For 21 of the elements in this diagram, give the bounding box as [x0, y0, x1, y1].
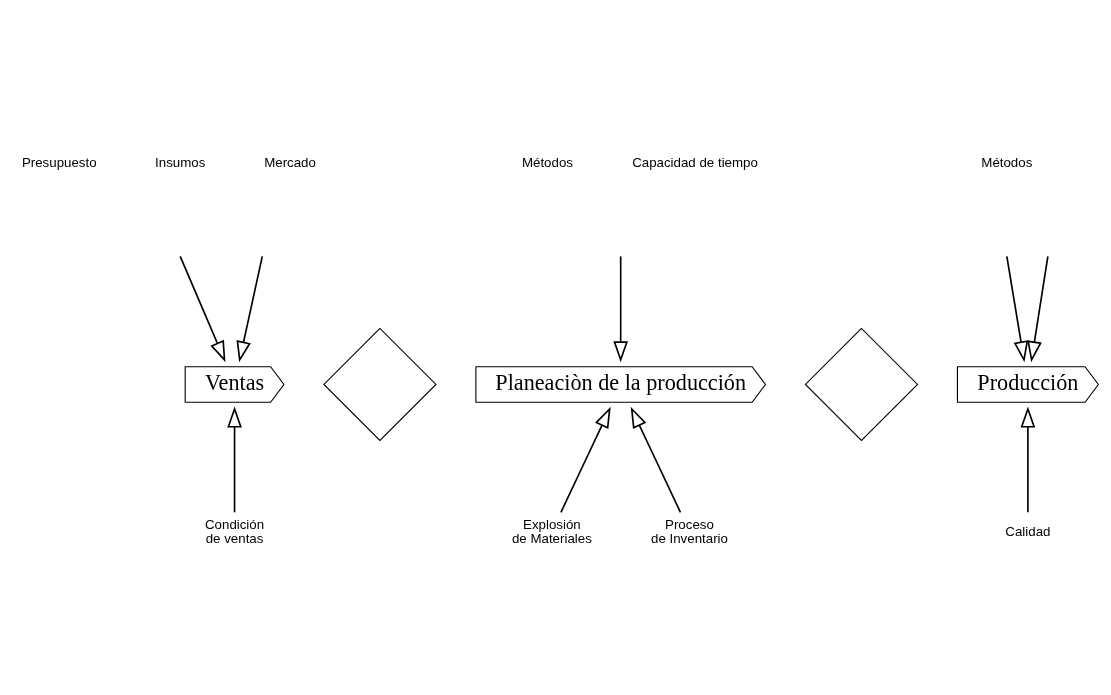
- arrow: [630, 406, 682, 513]
- arrow: [227, 406, 242, 513]
- label: Capacidad de tiempo: [632, 154, 758, 170]
- node-diamond: [323, 327, 437, 441]
- label: Mercado: [264, 154, 316, 170]
- node-text: Proceso de Inventario: [651, 516, 728, 546]
- node-text: Condición de ventas: [204, 516, 265, 546]
- label: Métodos: [981, 154, 1033, 170]
- node-text: Explosión de Materiales: [511, 516, 592, 546]
- label: Métodos: [521, 154, 573, 170]
- arrow: [179, 255, 226, 362]
- label: Insumos: [155, 154, 206, 170]
- arrow: [560, 406, 611, 513]
- arrow: [1006, 255, 1029, 362]
- label: Presupuesto: [21, 154, 97, 170]
- arrow: [1027, 255, 1049, 362]
- node-diamond: [804, 327, 919, 441]
- arrow: [236, 255, 264, 362]
- arrow: [1020, 406, 1036, 513]
- node-text: Calidad: [1005, 523, 1051, 539]
- arrow: [613, 255, 629, 362]
